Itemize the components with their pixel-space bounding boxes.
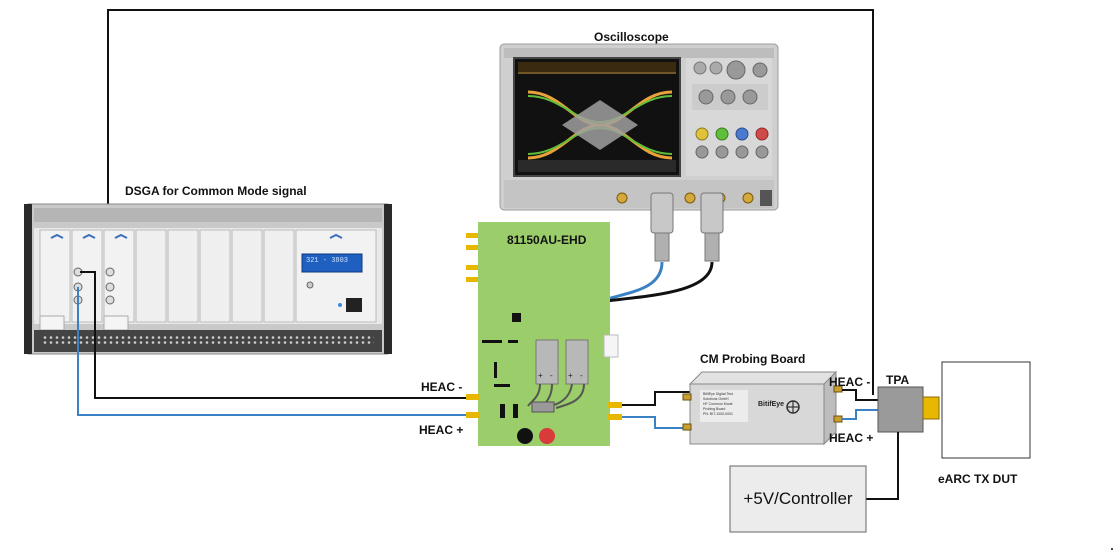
svg-text:+: +	[568, 371, 573, 380]
controller-box	[729, 465, 867, 533]
instrument-display-text: 321 - 3803	[306, 257, 349, 265]
heac-plus-left-label: HEAC +	[419, 423, 464, 437]
probe-icon	[650, 192, 724, 262]
cm-board-text-line: PN: BIT-1000-0001	[703, 412, 733, 416]
cm-board-logo: BitifEye	[758, 401, 785, 408]
oscilloscope-label: Oscilloscope	[594, 30, 669, 44]
power-controller-box: +5V/Controller	[730, 466, 866, 532]
cm-probing-board-icon	[682, 370, 843, 446]
dsga-black-cable	[80, 271, 478, 399]
dsga-blue-cable	[77, 287, 478, 416]
board-to-cm-blue	[622, 416, 690, 429]
signal-generator-icon	[24, 203, 392, 355]
heac-plus-right-label: HEAC +	[829, 431, 874, 445]
cm-to-tpa-blue	[842, 409, 880, 420]
board-81150-icon: + - + -	[466, 222, 622, 446]
board-to-cm-black	[622, 391, 690, 406]
dsga-label: DSGA for Common Mode signal	[125, 184, 307, 198]
power-controller-label: +5V/Controller	[743, 489, 853, 508]
board-81150-label: 81150AU-EHD	[507, 233, 587, 247]
svg-text:-: -	[550, 371, 553, 380]
tpa-to-controller-cable	[866, 432, 899, 500]
cm-board-text-line: HF Common Mode	[703, 402, 733, 406]
svg-text:+: +	[538, 371, 543, 380]
tpa-label: TPA	[886, 373, 910, 387]
cm-board-text: BitifEye Digital Test Solutions GmbH HF …	[703, 392, 747, 417]
dut-box	[941, 361, 1031, 459]
svg-text:-: -	[580, 371, 583, 380]
dut-label: eARC TX DUT	[938, 472, 1018, 486]
cm-probing-board-label: CM Probing Board	[700, 352, 806, 366]
cm-board-text-line: Solutions GmbH	[703, 397, 729, 401]
heac-minus-right-label: HEAC -	[829, 375, 871, 389]
tpa-icon	[877, 386, 940, 433]
cm-board-text-line: BitifEye Digital Test	[703, 392, 733, 396]
top-signal-wire	[107, 9, 874, 395]
cm-board-text-line: Probing Board	[703, 407, 726, 411]
heac-minus-left-label: HEAC -	[421, 380, 463, 394]
cm-to-tpa-black	[842, 389, 880, 401]
oscilloscope-icon	[499, 43, 779, 211]
